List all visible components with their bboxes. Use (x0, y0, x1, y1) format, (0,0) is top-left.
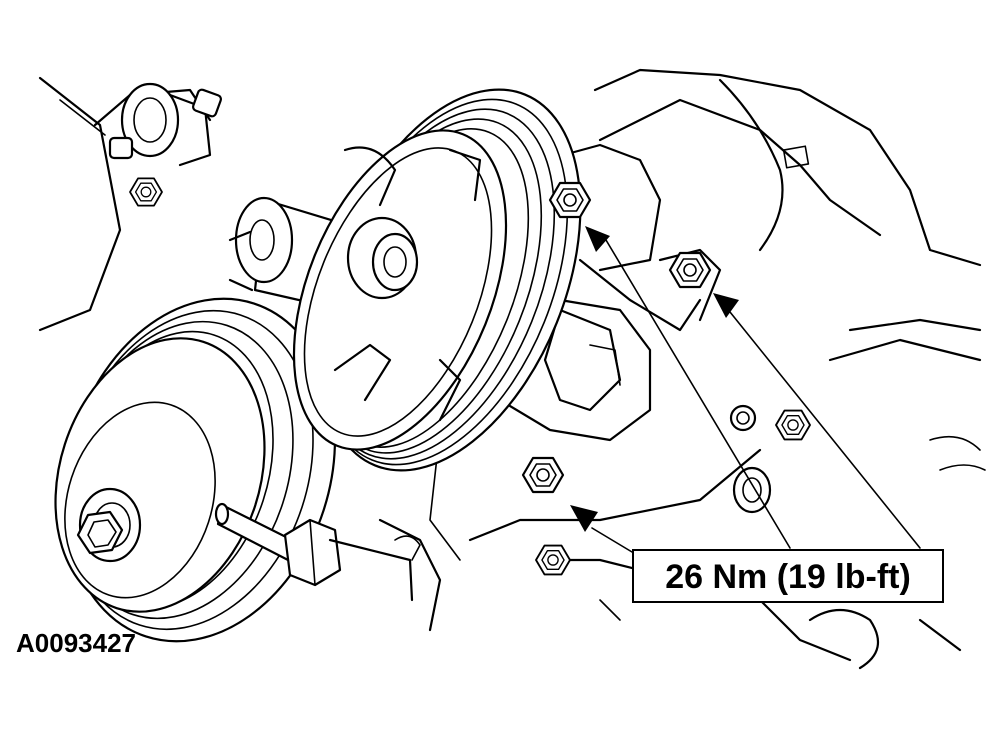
mounting-bolt-right (668, 251, 712, 289)
crankshaft-pulley (54, 297, 337, 643)
mounting-bolt-upper (548, 181, 592, 219)
pump-pulley (292, 88, 582, 472)
mounting-bolt-lower (521, 456, 565, 494)
engine-background (38, 68, 986, 670)
torque-callout-box: 26 Nm (19 lb-ft) (632, 549, 944, 603)
arrow-icon (570, 226, 921, 553)
torque-spec-label: 26 Nm (19 lb-ft) (665, 558, 911, 596)
stud-and-nut (214, 502, 414, 602)
idler-bracket (108, 82, 223, 207)
figure-id: A0093427 (16, 628, 136, 658)
